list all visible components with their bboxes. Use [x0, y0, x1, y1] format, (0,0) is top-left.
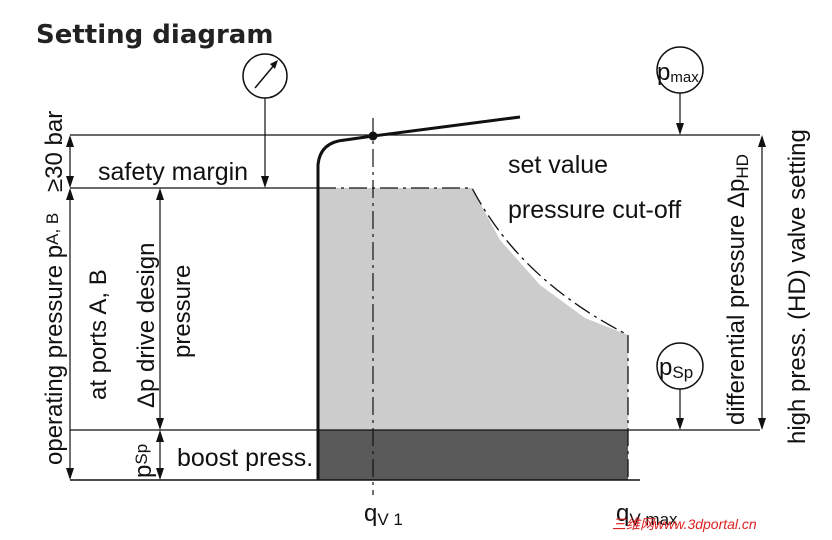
boost-press-label: boost press.: [177, 444, 313, 472]
pressure-cutoff-label: pressure cut-off: [508, 196, 681, 224]
at-ports-label: at ports A, B: [85, 269, 112, 400]
pmax-label: pmax: [657, 59, 699, 86]
arrow: [156, 468, 164, 480]
arrow: [66, 188, 74, 200]
set-value-label: set value: [508, 151, 608, 179]
arrow: [66, 176, 74, 188]
arrow: [66, 468, 74, 480]
characteristic-curve: [316, 115, 521, 480]
dp-drive-design-label: Δp drive design: [133, 243, 160, 408]
arrow: [156, 430, 164, 442]
pressure-gauge-icon: [242, 53, 288, 188]
cutoff-curve: [318, 187, 629, 480]
qv1-label: qV 1: [364, 500, 403, 529]
arrow: [66, 135, 74, 147]
psp-callout: [656, 342, 704, 430]
qvmax-label: qV max: [616, 500, 678, 529]
arrow: [758, 135, 766, 147]
margin-30bar-label: ≥30 bar: [41, 111, 68, 192]
watermark: 三维网www.3dportal.cn: [612, 516, 757, 532]
arrow: [758, 418, 766, 430]
differential-pressure-label: differential pressure ΔpHD: [723, 154, 752, 425]
arrow: [156, 418, 164, 430]
high-press-setting-label: high press. (HD) valve setting: [784, 129, 811, 444]
psp-axis-label: pSp: [130, 444, 157, 478]
pressure-label: pressure: [169, 265, 196, 358]
pmax-callout: [656, 46, 704, 135]
pressure-region: [318, 188, 628, 430]
safety-margin-label: safety margin: [98, 158, 248, 186]
operating-pressure-label: operating pressure pA, B: [41, 213, 68, 465]
boost-region: [318, 430, 628, 480]
diagram-title: Setting diagram: [36, 20, 274, 50]
arrow: [156, 188, 164, 200]
psp-callout-label: pSp: [659, 354, 693, 382]
